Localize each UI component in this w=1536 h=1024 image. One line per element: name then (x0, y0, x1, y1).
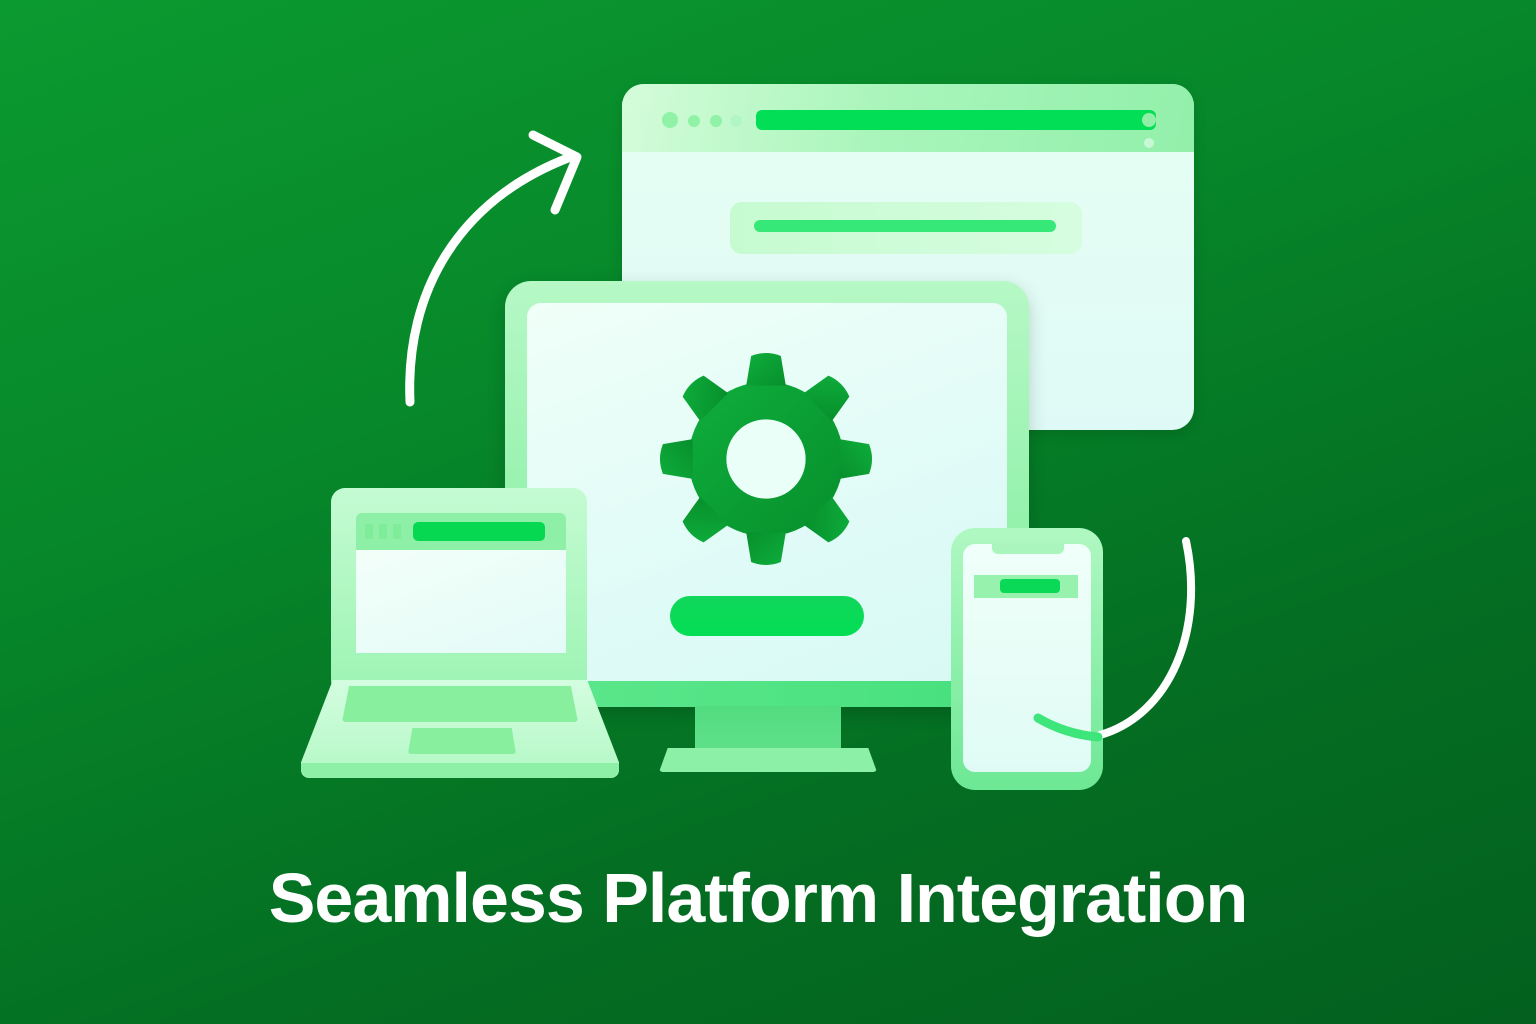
laptop-toolbar-tick (379, 524, 387, 539)
window-control-dot (688, 115, 700, 127)
phone-header-bar (1000, 579, 1060, 593)
laptop-toolbar-tick (365, 524, 373, 539)
laptop-address-bar (413, 522, 545, 541)
content-field-line (754, 220, 1056, 232)
laptop-screen (356, 550, 566, 653)
menu-dot (1144, 138, 1154, 148)
gear-icon (659, 352, 873, 566)
desktop-monitor (505, 281, 1029, 707)
address-bar-dot (1142, 113, 1156, 127)
phone-notch (992, 544, 1064, 554)
window-control-dot (662, 112, 678, 128)
window-control-dot (730, 115, 742, 127)
address-bar (756, 110, 1156, 130)
monitor-action-button (670, 596, 864, 636)
laptop-base-edge (301, 763, 619, 778)
monitor-stand-base (659, 748, 877, 772)
laptop-trackpad (408, 728, 516, 754)
phone-connector-arc (1096, 537, 1196, 739)
monitor-stand-neck (695, 706, 841, 750)
page-title: Seamless Platform Integration (268, 859, 1249, 937)
laptop-keyboard (342, 686, 578, 722)
window-control-dot (710, 115, 722, 127)
laptop-toolbar-tick (393, 524, 401, 539)
